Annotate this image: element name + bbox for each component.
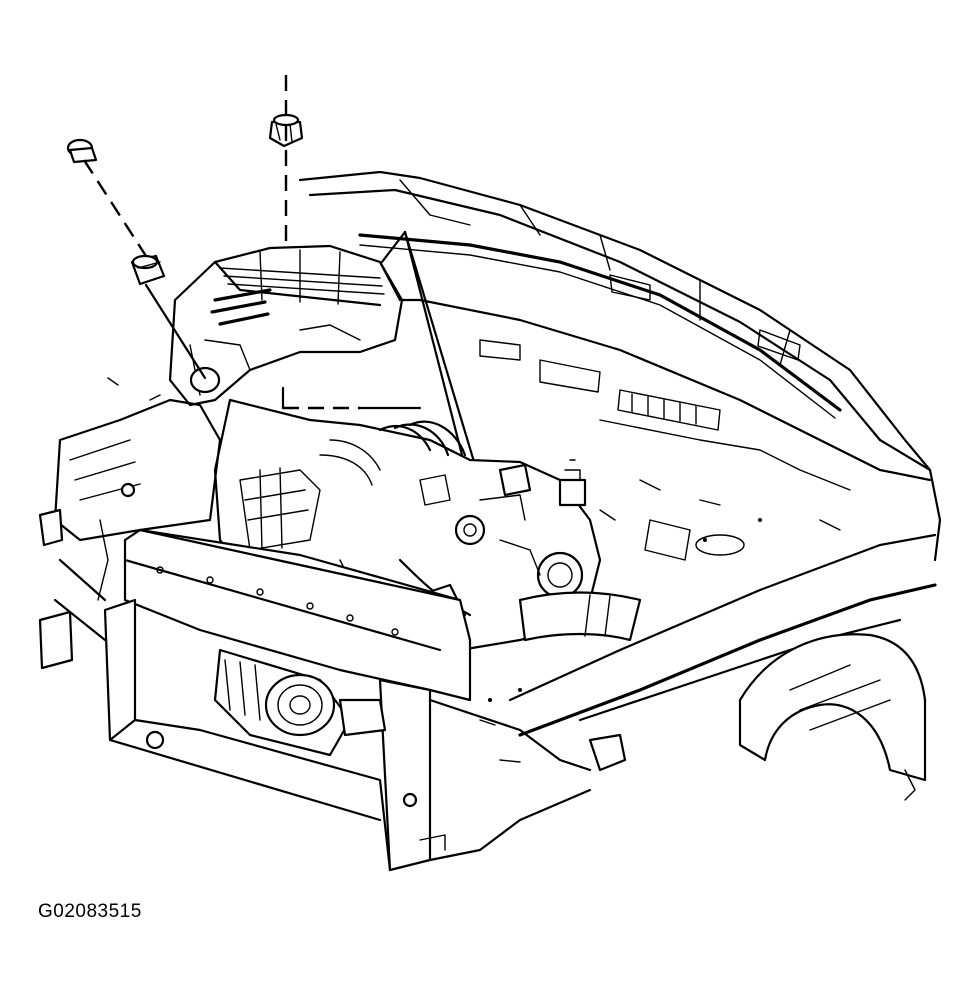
figure-id-label: G02083515 xyxy=(38,901,142,922)
tie-bar-holes xyxy=(156,566,399,636)
cover-retainer-clip xyxy=(66,138,98,164)
cowl-and-wiper-area xyxy=(298,170,942,562)
cover-grommet xyxy=(130,254,166,286)
detail-marks xyxy=(107,377,841,763)
right-fender xyxy=(508,533,937,801)
radiator-support xyxy=(103,528,592,872)
left-fender-apron xyxy=(38,398,222,670)
engine-cover xyxy=(168,244,404,407)
ac-compressor xyxy=(213,648,387,757)
